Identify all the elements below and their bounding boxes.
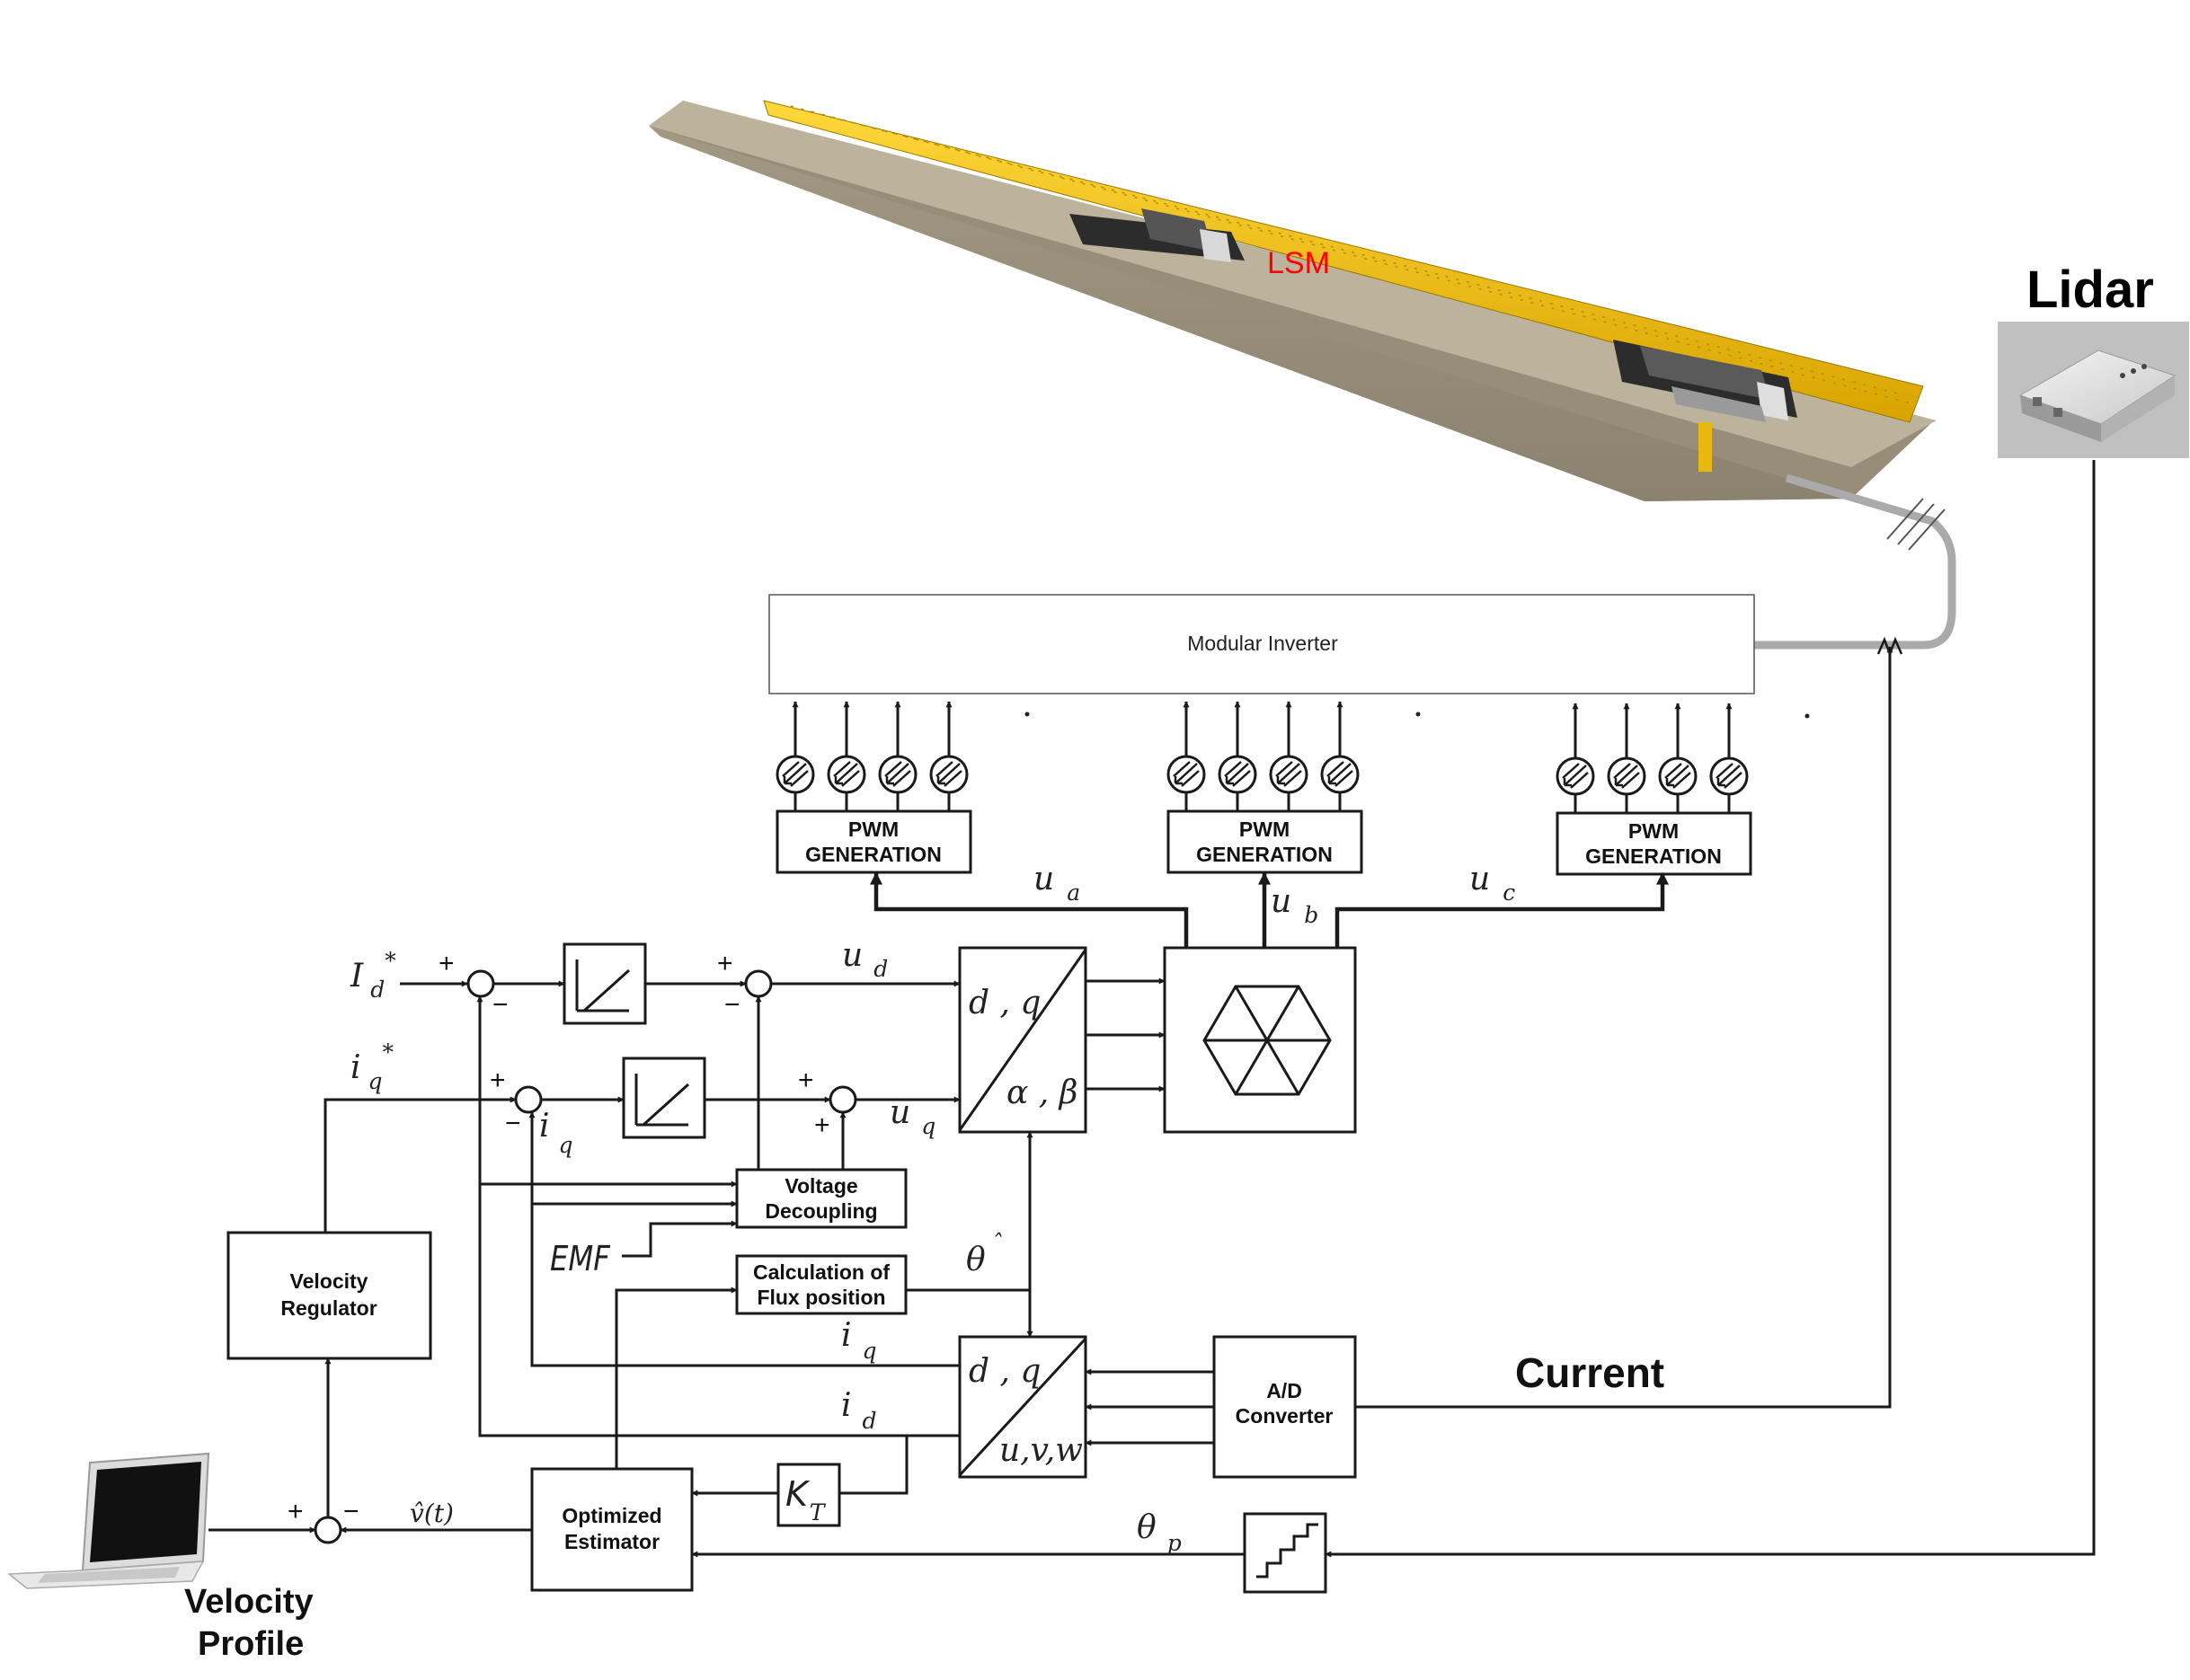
guideway-slope — [649, 126, 1932, 501]
flux-position-line2: Flux position — [757, 1286, 885, 1309]
velocity-regulator-block — [226, 1231, 432, 1360]
velocity-profile-line1: Velocity — [184, 1583, 314, 1621]
pwm-line2: GENERATION — [1196, 843, 1333, 866]
pwm-line2: GENERATION — [1585, 844, 1722, 868]
lidar-device — [1998, 322, 2189, 458]
current-label: Current — [1515, 1349, 1664, 1396]
plus-sign: + — [798, 1065, 814, 1095]
velocity-regulator-line1: Velocity — [290, 1269, 368, 1293]
pwm-line1: PWM — [1239, 818, 1290, 841]
optimized-estimator-block — [530, 1467, 694, 1592]
separator-dot — [1415, 712, 1421, 717]
uc-line — [1334, 871, 1669, 948]
optimized-estimator-line1: Optimized — [562, 1504, 661, 1527]
pwm-line1: PWM — [1628, 819, 1679, 843]
guideway-front — [649, 126, 1851, 501]
plus-sign: + — [717, 949, 733, 978]
current-sense-line — [1355, 646, 1893, 1409]
velocity-estimate-label: v̂(t) — [410, 1499, 454, 1528]
lsm-label: LSM — [1267, 246, 1330, 280]
pwm-generation-block — [1556, 811, 1752, 876]
ua-line — [870, 871, 1189, 948]
kt-label: KT — [785, 1474, 827, 1525]
minus-sign: − — [724, 990, 740, 1020]
sum-junction-velocity — [314, 1516, 342, 1544]
guideway-top-surface — [649, 101, 1937, 467]
emf-label: EMF — [550, 1240, 610, 1279]
plus-sign: + — [439, 949, 455, 978]
plus-sign: + — [288, 1497, 304, 1526]
plus-sign: + — [490, 1065, 506, 1095]
hexagon-icon — [1202, 985, 1332, 1096]
pwm-line2: GENERATION — [805, 843, 942, 866]
magnet-side-strip — [1698, 422, 1712, 472]
optimized-estimator-line2: Estimator — [564, 1530, 660, 1553]
pwm-line1: PWM — [848, 818, 899, 841]
pwm-generation-block — [776, 809, 972, 874]
vehicle-2 — [1613, 340, 1797, 422]
magnet-strip-lines — [790, 105, 1915, 405]
uvw-label: u,v,w — [999, 1432, 1083, 1469]
lidar-title: Lidar — [2026, 261, 2154, 319]
voltage-decoupling-line1: Voltage — [785, 1174, 857, 1198]
plus-sign: + — [814, 1110, 830, 1140]
minus-sign: − — [505, 1109, 521, 1138]
minus-sign: − — [492, 990, 509, 1020]
vehicle-1 — [1069, 208, 1245, 262]
separator-dot — [1024, 712, 1030, 717]
sum-junction-id — [466, 969, 495, 998]
flux-position-block — [735, 1254, 908, 1315]
velocity-regulator-line2: Regulator — [280, 1296, 377, 1320]
id-feedback-line — [476, 995, 960, 1437]
voltage-decoupling-line2: Decoupling — [765, 1199, 877, 1223]
lsm-guideway: LSM — [649, 100, 1937, 501]
dq-top-label: d , q — [969, 985, 1041, 1021]
velocity-profile-line2: Profile — [198, 1625, 304, 1663]
ad-converter-line2: Converter — [1236, 1404, 1334, 1428]
minus-sign: − — [343, 1497, 359, 1526]
voltage-decoupling-block — [735, 1168, 908, 1229]
staircase-icon — [1256, 1523, 1318, 1578]
dq-bottom-label: d , q — [969, 1353, 1041, 1390]
magnet-strip — [763, 100, 1924, 423]
separator-dot — [1804, 713, 1810, 719]
modular-inverter-box — [768, 594, 1755, 694]
ad-converter-line1: A/D — [1266, 1379, 1302, 1402]
kt-gain-block — [776, 1463, 841, 1527]
rail-cable — [1752, 473, 1956, 650]
alpha-beta-label: α , β — [1006, 1074, 1077, 1111]
sum-junction-uq — [829, 1085, 857, 1114]
laptop-icon — [6, 1452, 210, 1589]
cable-hatch — [1886, 498, 1946, 551]
lidar-line — [1325, 460, 2096, 1558]
sum-junction-ud — [744, 969, 773, 998]
ad-converter-block — [1212, 1335, 1357, 1479]
iq-feedback-label: iq — [539, 1108, 573, 1158]
flux-position-line1: Calculation of — [753, 1260, 890, 1284]
modular-inverter-label: Modular Inverter — [1187, 632, 1338, 655]
iq-feedback-line — [528, 1111, 960, 1367]
